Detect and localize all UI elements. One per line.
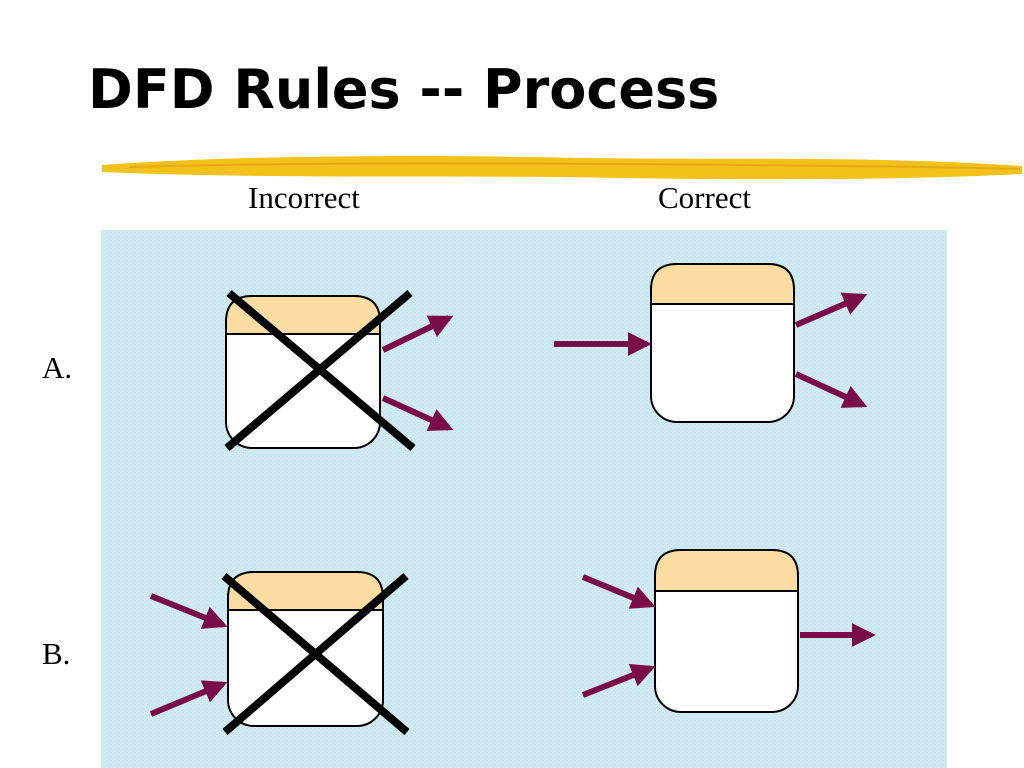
arrow-b-incorrect-in-upper bbox=[149, 593, 228, 629]
row-label-a: A. bbox=[42, 350, 73, 385]
arrow-a-incorrect-out-lower bbox=[381, 395, 454, 431]
arrow-a-incorrect-out-upper bbox=[381, 315, 454, 353]
arrow-b-incorrect-in-lower bbox=[149, 680, 228, 717]
cross-mark-a bbox=[224, 289, 416, 452]
process-a-correct bbox=[650, 263, 795, 423]
title-underline-brush bbox=[102, 156, 1022, 180]
arrow-a-correct-out-upper bbox=[794, 292, 868, 328]
process-a-incorrect bbox=[225, 295, 381, 449]
arrow-a-correct-out-lower bbox=[794, 371, 868, 408]
row-label-b: B. bbox=[42, 636, 71, 671]
process-b-correct bbox=[654, 549, 799, 713]
cross-mark-b bbox=[221, 572, 410, 736]
arrow-b-correct-in-upper bbox=[581, 574, 656, 609]
diagram-panel bbox=[101, 230, 947, 768]
column-label-incorrect: Incorrect bbox=[248, 180, 360, 215]
column-label-correct: Correct bbox=[658, 180, 751, 215]
arrow-b-correct-in-lower bbox=[581, 663, 656, 698]
slide-title: DFD Rules -- Process bbox=[88, 58, 720, 121]
